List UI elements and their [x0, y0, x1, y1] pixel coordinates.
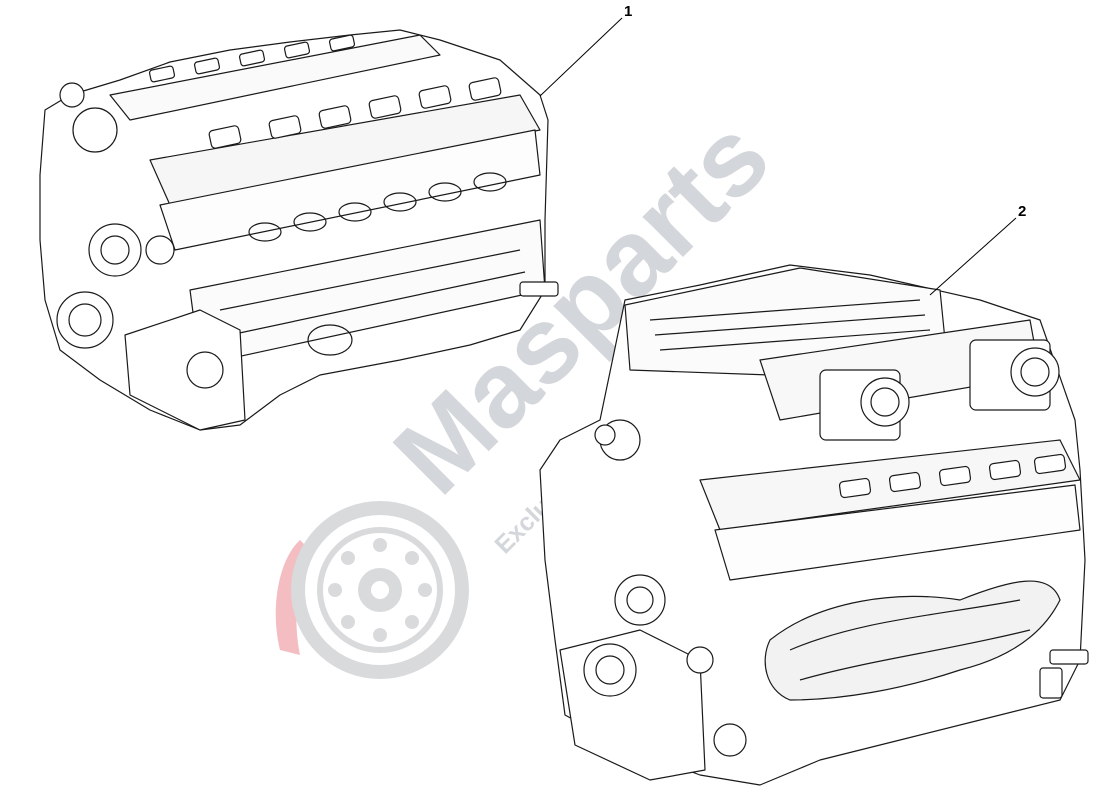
engine-2-illustration — [539, 264, 1089, 786]
callout-label-1: 1 — [624, 3, 632, 20]
callout-label-2: 2 — [1018, 203, 1026, 220]
brake-disc-icon — [275, 501, 469, 679]
leader-line-2 — [929, 217, 1017, 296]
callout-1: 1 — [539, 3, 632, 97]
leader-line-1 — [539, 17, 623, 97]
engine-1-illustration — [39, 29, 559, 431]
callout-2: 2 — [929, 203, 1026, 296]
